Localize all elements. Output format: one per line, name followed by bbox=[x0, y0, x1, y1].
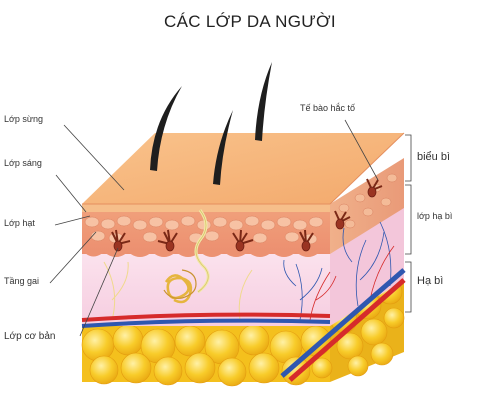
skin-surface bbox=[82, 133, 404, 204]
melanocytes bbox=[111, 178, 383, 252]
label-lop-sung: Lớp sừng bbox=[4, 114, 43, 124]
leader-lines bbox=[49, 119, 379, 337]
label-ha-bi: Hạ bì bbox=[417, 275, 444, 287]
label-lop-ha-bi: lớp hạ bì bbox=[417, 211, 453, 221]
sweat-gland bbox=[163, 209, 210, 304]
label-bieu-bi: biểu bì bbox=[417, 151, 451, 163]
label-tang-gai: Tầng gai bbox=[4, 276, 40, 286]
label-lop-sang: Lớp sáng bbox=[4, 158, 42, 168]
label-te-bao-hac-to: Tế bào hắc tố bbox=[300, 103, 356, 113]
diagram-title: CÁC LỚP DA NGƯỜI bbox=[164, 12, 336, 31]
epidermis-side bbox=[330, 158, 404, 254]
hairs bbox=[150, 62, 272, 185]
label-lop-hat: Lớp hạt bbox=[4, 218, 35, 228]
brackets bbox=[405, 134, 412, 313]
blood-vessels bbox=[81, 268, 406, 382]
label-lop-co-ban: Lớp cơ bản bbox=[4, 331, 56, 342]
